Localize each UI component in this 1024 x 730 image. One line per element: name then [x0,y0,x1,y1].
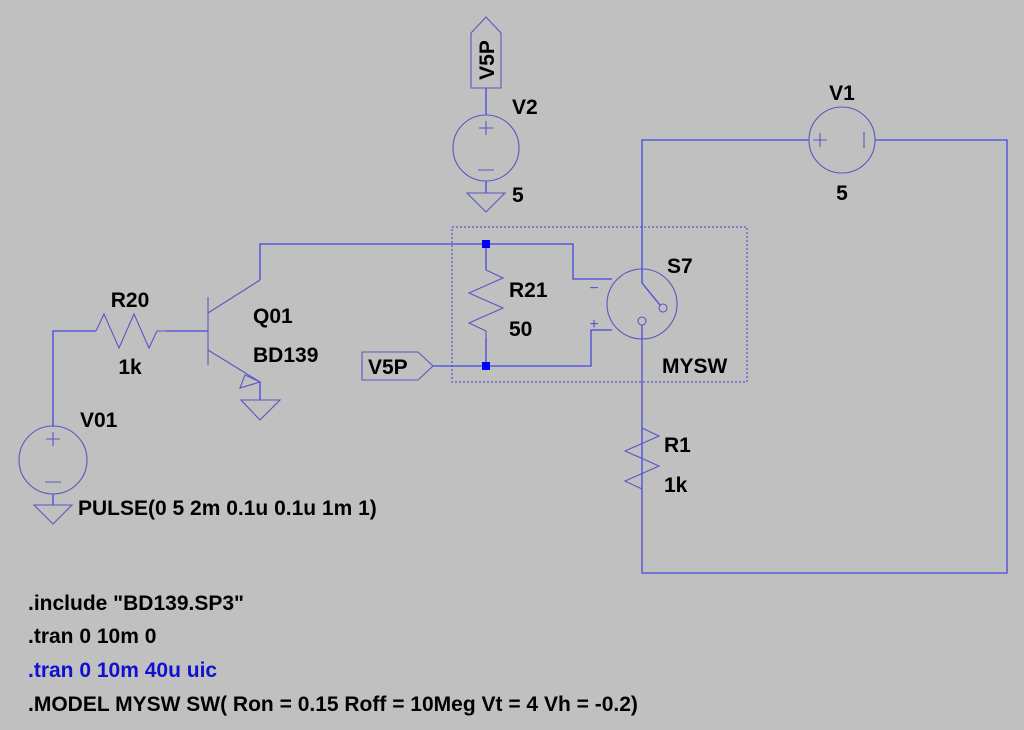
net-label-v5p-left[interactable]: V5P [361,351,434,381]
directive-include[interactable]: .include "BD139.SP3" [28,592,244,615]
ground-icon [239,399,282,421]
junction-top [482,240,490,248]
net-label-v5p-top[interactable]: V5P [470,16,502,89]
voltage-source-v1[interactable]: V1 5 [808,82,876,205]
svg-text:50: 50 [509,318,532,341]
spice-directives: .include "BD139.SP3" .tran 0 10m 0 .tran… [28,592,638,716]
svg-text:V5P: V5P [476,40,499,80]
svg-text:R1: R1 [664,434,691,457]
ground-icon [32,504,74,525]
svg-text:−: − [589,280,598,297]
svg-text:S7: S7 [667,255,693,278]
svg-text:PULSE(0 5 2m 0.1u 0.1u 1m 1): PULSE(0 5 2m 0.1u 0.1u 1m 1) [78,497,377,520]
resistor-r21[interactable]: R21 50 [467,269,548,341]
svg-text:5: 5 [512,184,524,207]
svg-text:BD139: BD139 [253,344,318,367]
directive-model[interactable]: .MODEL MYSW SW( Ron = 0.15 Roff = 10Meg … [28,693,638,716]
voltage-source-v2[interactable]: V2 5 [452,96,538,213]
svg-text:5: 5 [836,182,848,205]
svg-text:V5P: V5P [368,356,408,379]
wires [52,88,1008,574]
svg-text:MYSW: MYSW [662,355,728,378]
svg-text:V2: V2 [512,96,538,119]
voltage-source-v01[interactable]: V01 PULSE(0 5 2m 0.1u 0.1u 1m 1) [18,409,377,525]
svg-text:1k: 1k [118,356,142,379]
resistor-r20[interactable]: R20 1k [95,289,166,379]
svg-text:R21: R21 [509,279,548,302]
svg-text:V1: V1 [829,82,855,105]
svg-text:+: + [589,316,598,333]
resistor-r1[interactable]: R1 1k [623,325,691,573]
junction-bottom [482,362,490,370]
directive-tran[interactable]: .tran 0 10m 0 [28,625,156,648]
transistor-q01[interactable]: Q01 BD139 [207,279,318,421]
directive-tran-uic[interactable]: .tran 0 10m 40u uic [28,659,217,682]
svg-text:Q01: Q01 [253,305,293,328]
ground-icon [465,192,507,213]
svg-text:R20: R20 [111,289,150,312]
svg-text:1k: 1k [664,474,688,497]
svg-text:V01: V01 [80,409,118,432]
